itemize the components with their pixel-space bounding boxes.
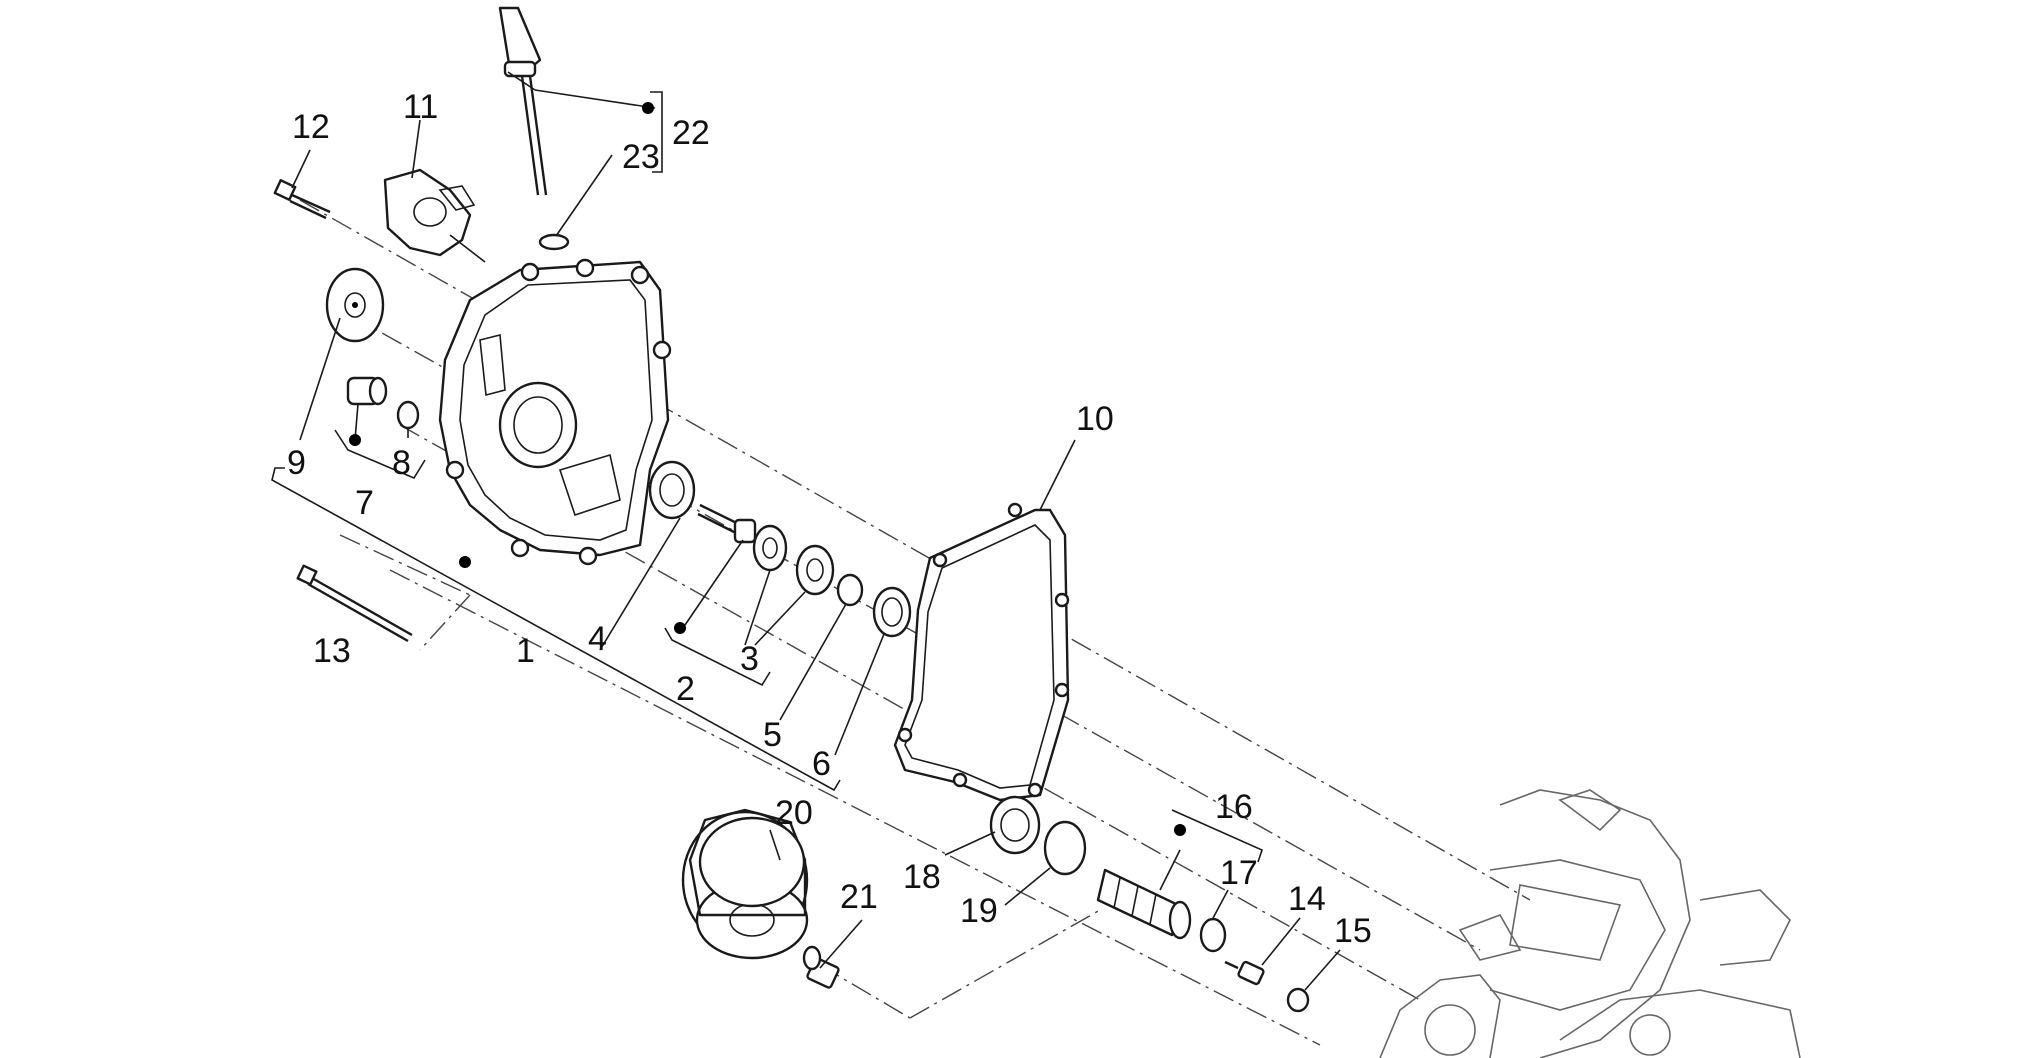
- label-5: 5: [763, 716, 782, 754]
- washer-15: [1286, 987, 1310, 1013]
- seal-ring-8: [396, 400, 420, 430]
- group-brackets: [271, 91, 1263, 863]
- label-8: 8: [392, 444, 411, 482]
- label-15: 15: [1334, 912, 1372, 950]
- label-3: 3: [740, 640, 759, 678]
- label-17: 17: [1220, 854, 1258, 892]
- engine-reference-outline: [1379, 789, 1801, 1058]
- long-bolt-13: [296, 564, 413, 643]
- label-13: 13: [313, 632, 351, 670]
- label-10: 10: [1076, 400, 1114, 438]
- label-4: 4: [588, 620, 607, 658]
- filter-cap-18: [989, 795, 1041, 855]
- bearing-4: [648, 460, 696, 520]
- label-20: 20: [775, 794, 813, 832]
- label-1: 1: [516, 632, 535, 670]
- label-14: 14: [1288, 880, 1326, 918]
- label-2: 2: [676, 670, 695, 708]
- o-ring-17: [1199, 917, 1227, 953]
- label-21: 21: [840, 878, 878, 916]
- oil-filter-20: [681, 808, 809, 960]
- leader-lines: [291, 71, 1341, 991]
- label-19: 19: [960, 892, 998, 930]
- spacer-5: [836, 573, 864, 607]
- label-22: 22: [672, 114, 710, 152]
- group-dots: [349, 102, 1186, 836]
- label-7: 7: [355, 484, 374, 522]
- o-ring-23: [538, 233, 570, 251]
- label-9: 9: [287, 444, 306, 482]
- oil-dipstick: [498, 6, 548, 196]
- crankcase-cover: [438, 258, 672, 566]
- pressure-sensor-14: [1224, 960, 1265, 986]
- bushing-7: [346, 376, 388, 406]
- bolt-12: [273, 179, 331, 220]
- mesh-filter-16: [1096, 868, 1192, 940]
- label-6: 6: [812, 745, 831, 783]
- label-18: 18: [903, 858, 941, 896]
- o-ring-19: [1043, 820, 1087, 876]
- oil-seal-6: [872, 586, 912, 638]
- label-23: 23: [622, 138, 660, 176]
- label-16: 16: [1215, 788, 1253, 826]
- pump-rotor-9: [325, 267, 385, 343]
- gasket-10: [893, 502, 1070, 802]
- part-labels: 12 11 22 23 9 8 7 13 1 4 2 3 5 6 10 20 2…: [287, 88, 1372, 950]
- bearing-pair-3: [752, 524, 835, 596]
- label-11: 11: [403, 88, 438, 126]
- filter-fitting-21: [802, 945, 840, 989]
- label-12: 12: [292, 108, 330, 146]
- shaft-2: [697, 503, 757, 544]
- oil-pump-cover: [383, 168, 486, 263]
